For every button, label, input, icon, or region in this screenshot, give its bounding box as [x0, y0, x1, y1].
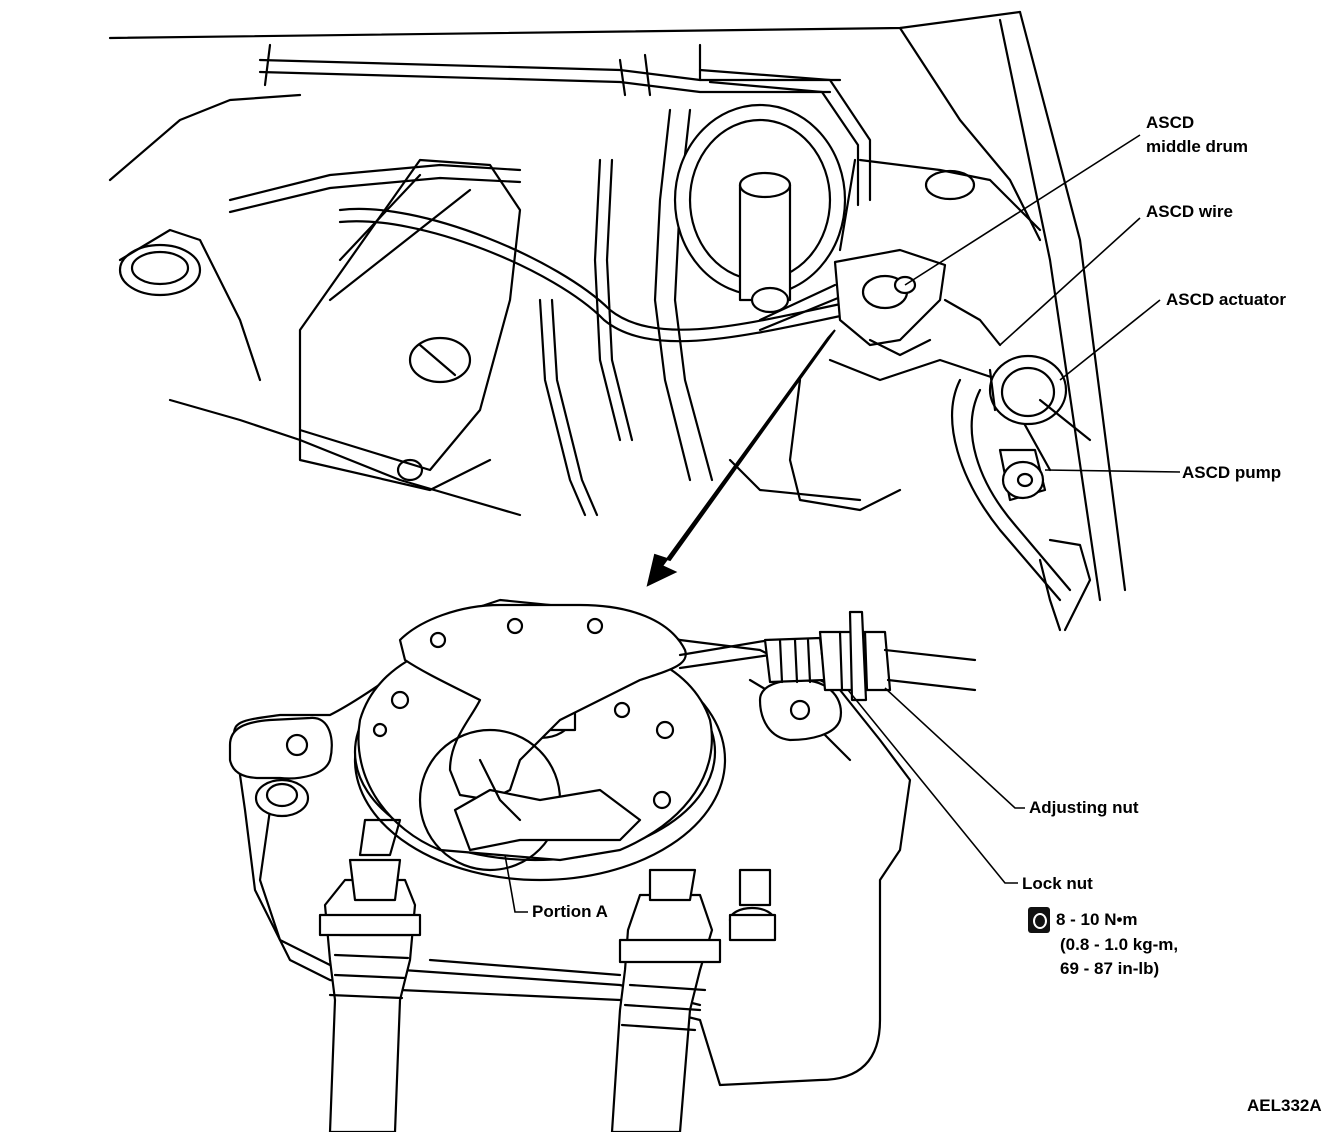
label-pump: ASCD pump: [1182, 463, 1282, 482]
label-lock-nut: Lock nut: [1022, 874, 1093, 893]
torque-wrench-icon: [1028, 907, 1050, 933]
leader-wire: [999, 217, 1141, 346]
detail-illustration: [228, 598, 977, 1134]
leader-portion-a: [504, 854, 528, 913]
leader-middle-drum: [904, 134, 1141, 286]
label-wire: ASCD wire: [1146, 202, 1233, 221]
figure-code: AEL332A: [1247, 1096, 1322, 1115]
torque-inlb: 69 - 87 in-lb): [1060, 959, 1160, 978]
label-middle-drum: ASCD middle drum: [1146, 113, 1249, 156]
label-adjusting-nut: Adjusting nut: [1029, 798, 1139, 817]
label-actuator: ASCD actuator: [1166, 290, 1286, 309]
leader-pump: [1044, 469, 1181, 473]
label-portion-a: Portion A: [532, 902, 608, 921]
leader-actuator: [1059, 299, 1161, 381]
torque-kgm: (0.8 - 1.0 kg-m,: [1060, 935, 1179, 954]
torque-value: 8 - 10 N•m: [1056, 910, 1138, 929]
engine-bay-illustration: [108, 10, 1127, 632]
leader-lines: [504, 134, 1181, 913]
leader-lock-nut: [847, 689, 1018, 884]
leader-adjusting-nut: [884, 687, 1025, 809]
